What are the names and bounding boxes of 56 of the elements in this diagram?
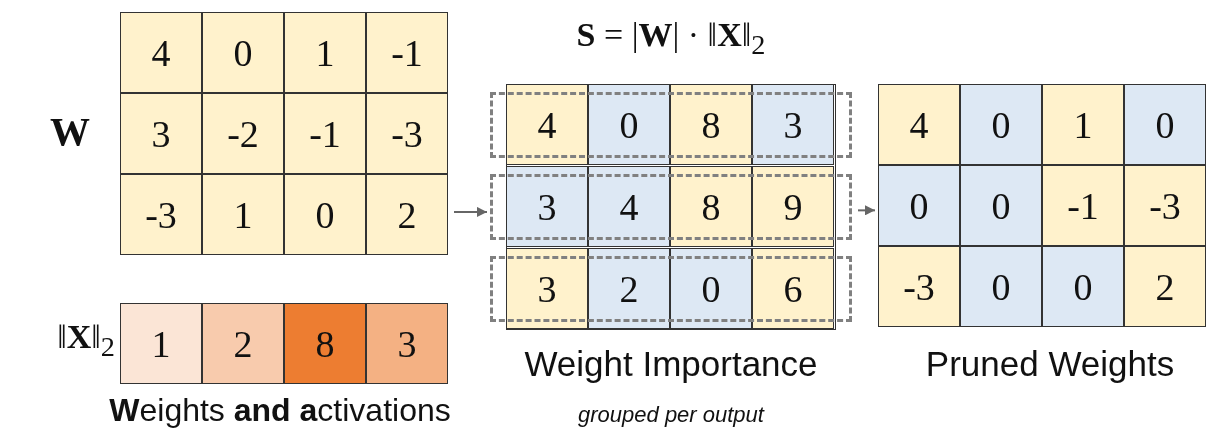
cell-value: 1 — [151, 321, 171, 366]
cell-value: 1 — [315, 30, 335, 75]
cell-value: 0 — [991, 102, 1011, 147]
cell-value: 3 — [151, 111, 171, 156]
cell-value: -3 — [391, 111, 423, 156]
cell-value: -1 — [391, 30, 423, 75]
cell-value: 0 — [1073, 264, 1093, 309]
cell-value: -1 — [1067, 183, 1099, 228]
cell-value: 0 — [909, 183, 929, 228]
arrow — [857, 205, 876, 216]
cell-value: 2 — [1155, 264, 1175, 309]
cell-value: 0 — [1155, 102, 1175, 147]
matrix-symbol: W — [49, 108, 91, 155]
cell-value: 1 — [233, 192, 253, 237]
cell-value: 2 — [233, 321, 253, 366]
cell-value: 0 — [991, 264, 1011, 309]
matrix-caption: Weights and activations — [108, 392, 452, 429]
formula: S = |W| · ‖X‖$_{2}$ — [575, 16, 767, 61]
matrix-caption: Weight Importance — [523, 344, 819, 384]
cell-value: 0 — [619, 102, 639, 147]
activation-norm-vector — [120, 303, 448, 384]
matrix-subcaption: grouped per output — [577, 402, 766, 428]
cell-value: -3 — [145, 192, 177, 237]
cell-value: 8 — [315, 321, 335, 366]
cell-value: 2 — [619, 266, 639, 311]
cell-value: 8 — [701, 102, 721, 147]
importance-matrix — [490, 84, 852, 330]
cell-value: 4 — [909, 102, 929, 147]
cell-value: 9 — [783, 184, 803, 229]
matrix-caption: Pruned Weights — [924, 344, 1176, 384]
cell-value: 0 — [315, 192, 335, 237]
cell-value: -1 — [309, 111, 341, 156]
cell-value: 4 — [537, 102, 557, 147]
cell-value: 3 — [537, 266, 557, 311]
cell-value: 0 — [701, 266, 721, 311]
output-group — [490, 84, 852, 166]
cell-value: 3 — [537, 184, 557, 229]
cell-value: 0 — [991, 183, 1011, 228]
output-group — [490, 166, 852, 248]
cell-value: 0 — [233, 30, 253, 75]
norm-symbol: ‖X‖$_{2}$ — [56, 318, 115, 363]
pruned-weight-matrix — [878, 84, 1206, 327]
cell-value: -2 — [227, 111, 259, 156]
cell-value: -3 — [1149, 183, 1181, 228]
cell-value: 4 — [619, 184, 639, 229]
output-group — [490, 248, 852, 330]
cell-value: 4 — [151, 30, 171, 75]
cell-value: -3 — [903, 264, 935, 309]
arrow — [453, 206, 488, 217]
weight-matrix — [120, 12, 448, 255]
cell-value: 3 — [397, 321, 417, 366]
cell-value: 8 — [701, 184, 721, 229]
cell-value: 1 — [1073, 102, 1093, 147]
cell-value: 6 — [783, 266, 803, 311]
cell-value: 3 — [783, 102, 803, 147]
cell-value: 2 — [397, 192, 417, 237]
